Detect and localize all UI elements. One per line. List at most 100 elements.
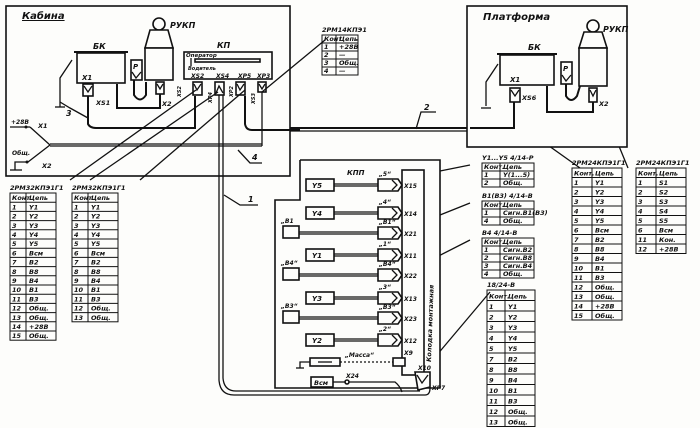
kpp-row: Y3„3“X13 — [305, 284, 417, 305]
table-cell: 7 — [489, 356, 494, 364]
table-cell: 4 — [324, 67, 329, 75]
table-cell: 6 — [574, 227, 579, 235]
kpp-connector-label: X15 — [403, 183, 417, 190]
table-cell: 3 — [574, 198, 579, 206]
kpp-row: Y1„1“X11 — [305, 241, 417, 262]
table-cell: 1 — [484, 209, 489, 217]
table-cell: B2 — [595, 236, 605, 244]
table-cell: Y2 — [595, 189, 605, 197]
kp-operator-label: Оператор — [186, 53, 217, 59]
kpp-row: „B1„B1“X21 — [280, 218, 417, 240]
table-cell: Всм — [595, 227, 610, 235]
cable-2: 2 — [290, 103, 470, 132]
table-cell: B8 — [91, 268, 101, 276]
table-cell: 5 — [74, 240, 79, 248]
table-cell: Y5 — [508, 345, 518, 353]
table-cell: 12 — [12, 305, 22, 313]
table-cell: 5 — [12, 240, 17, 248]
table-cell: 15 — [12, 332, 22, 340]
table-header-cell: Цепь — [91, 194, 110, 202]
kpp-wire-label: „B1“ — [378, 219, 396, 226]
table-cell: 11 — [574, 274, 583, 282]
table-cell: 13 — [574, 293, 584, 301]
table-cell: 10 — [12, 286, 22, 294]
table-title: 18/24-В — [487, 281, 515, 289]
table-cell: 8 — [74, 268, 79, 276]
kpp-block-label: Y2 — [312, 337, 322, 345]
table-cell: 3 — [638, 198, 643, 206]
table-cell: 15 — [574, 312, 584, 320]
kpp-row: Y5„5“X15 — [305, 171, 417, 192]
table-cell: Общ. — [595, 293, 615, 301]
table-cell: 2 — [12, 213, 17, 221]
table-cell: B3 — [595, 274, 605, 282]
table-cell: 2 — [484, 179, 489, 187]
table-cell: Всм — [29, 249, 44, 257]
table-cell: B4 — [508, 377, 518, 385]
kpp-connector-label: X14 — [403, 211, 417, 218]
table-cell: 2 — [574, 189, 579, 197]
table-cell: Сигн.B1(B3) — [503, 209, 548, 217]
table-title: 2РМ32КПЭ1Г1 — [72, 184, 126, 192]
table-cell: 7 — [74, 259, 79, 267]
table-cell: +28В — [595, 303, 614, 311]
kpp-sensor-label: „B4“ — [280, 260, 298, 267]
table-cell: 6 — [74, 249, 79, 257]
table-cell: B4 — [29, 277, 39, 285]
kpp-block-label: Y1 — [312, 252, 322, 260]
table-cell: 9 — [12, 277, 17, 285]
table-cell: 3 — [324, 59, 329, 67]
cable-3-label: 3 — [66, 109, 72, 118]
table-cell: Общ. — [29, 314, 49, 322]
table-cell: 1 — [12, 203, 17, 211]
table-cell: Общ. — [339, 59, 359, 67]
table-cell: 1 — [484, 246, 489, 254]
table-cell: Y2 — [29, 213, 39, 221]
platform-frame: Платформа БК X1 XS6 Р РУКП X2 — [466, 5, 629, 148]
kpp-row: Y4 „4“ X14 — [305, 199, 417, 220]
table-cell: B1 — [595, 265, 604, 273]
table-title: B4 4/14-В — [482, 229, 517, 237]
kpp-block-label: Y4 — [312, 210, 322, 218]
table-title: B1(B3) 4/14-В — [482, 192, 533, 200]
power-x1-label: X1 — [37, 122, 48, 130]
table-cell: Общ. — [91, 314, 111, 322]
table-cell: 1 — [484, 171, 489, 179]
table-cell: Сигн.B4 — [503, 262, 533, 270]
kp-plug-xp4: XP4 — [208, 91, 214, 104]
table-header-cell: Конт. — [484, 163, 505, 171]
table-cell: B4 — [595, 255, 605, 263]
kp-driver-label: Водитель — [188, 66, 216, 72]
table-title: 2РМ32КПЭ1Г1 — [10, 184, 64, 192]
table-cell: Y2 — [508, 314, 518, 322]
table-cell: B3 — [508, 398, 518, 406]
table-cell: 10 — [74, 286, 84, 294]
table-cell: Общ. — [29, 332, 49, 340]
table-header-cell: Конт. — [489, 293, 510, 301]
table-cell: B4 — [91, 277, 101, 285]
table-cell: Y5 — [595, 217, 605, 225]
cabin-xs1-label: XS1 — [95, 99, 110, 107]
kpp-row: „B3“„B3“X23 — [280, 303, 417, 325]
table-cell: Общ. — [508, 419, 528, 427]
table-header-cell: Конт. — [74, 194, 95, 202]
table-cell: S3 — [659, 198, 669, 206]
table-cell: Y3 — [595, 198, 605, 206]
table-cell: S1 — [659, 179, 668, 187]
kpp-wire-label: „4“ — [378, 199, 391, 206]
table-cell: Y1 — [595, 179, 604, 187]
kpp-row: Y2„2“X12 — [305, 326, 417, 347]
table-cell: 12 — [638, 246, 648, 254]
table-cell: Всм — [91, 249, 106, 257]
table-header-cell: Цепь — [659, 170, 678, 178]
cabin-x1-label: X1 — [81, 74, 92, 82]
table-cell: Y4 — [29, 231, 39, 239]
table-cell: Y4 — [595, 208, 605, 216]
x10-label: X10 — [417, 365, 431, 372]
table-cell: 10 — [489, 387, 499, 395]
table-cell: +28В — [339, 43, 358, 51]
table-cell: 4 — [12, 231, 17, 239]
table-cell: Общ. — [595, 284, 615, 292]
table-cell: 11 — [74, 295, 83, 303]
